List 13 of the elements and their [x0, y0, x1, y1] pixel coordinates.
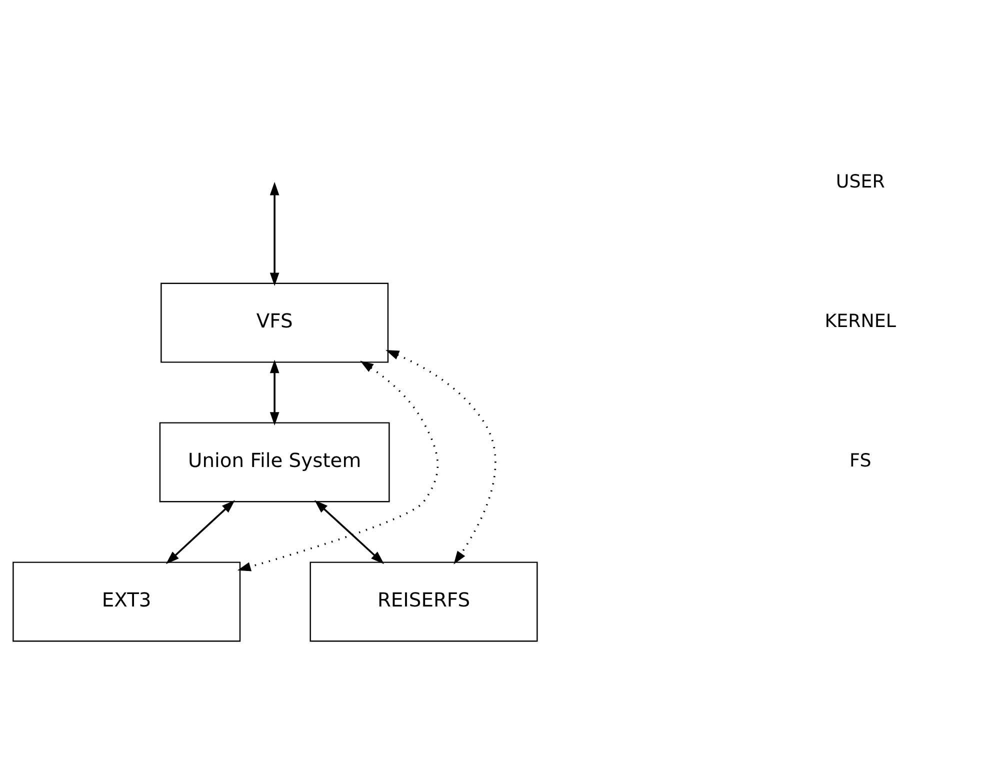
node-box: Union File System	[159, 422, 390, 502]
node-box: VFS	[160, 282, 389, 362]
node-box: REISERFS	[310, 561, 538, 642]
label: FS	[850, 450, 872, 471]
arrow	[237, 360, 439, 571]
arrow	[270, 181, 280, 286]
arrow	[314, 500, 384, 564]
arrow	[270, 359, 280, 426]
label: USER	[836, 171, 885, 192]
node-box: EXT3	[12, 561, 241, 642]
arrow	[166, 500, 235, 564]
arrow	[386, 349, 496, 564]
label: KERNEL	[824, 310, 896, 332]
